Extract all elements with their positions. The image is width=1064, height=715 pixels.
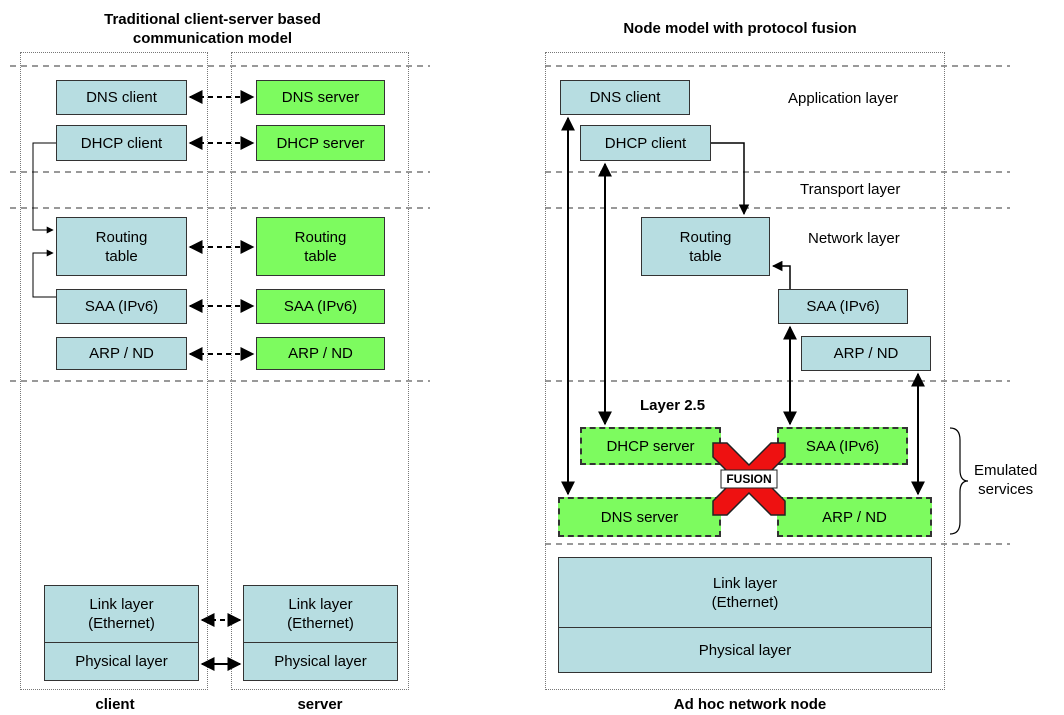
client-dhcp-box: DHCP client (56, 125, 187, 161)
server-routing-label-1: Routing (294, 228, 347, 246)
node-routing-label-1: Routing (679, 228, 732, 246)
right-title: Node model with protocol fusion (623, 20, 857, 37)
node-dhcp-client-box: DHCP client (580, 125, 711, 161)
fusion-label: FUSION (726, 472, 772, 486)
fusion-icon (712, 442, 786, 516)
client-saa-box: SAA (IPv6) (56, 289, 187, 324)
client-link-box: Link layer (Ethernet) (44, 585, 199, 643)
left-title-line1: Traditional client-server based (104, 11, 321, 28)
server-arp-label: ARP / ND (288, 345, 353, 362)
client-dns-label: DNS client (86, 89, 157, 106)
client-physical-label: Physical layer (75, 653, 168, 670)
server-dhcp-box: DHCP server (256, 125, 385, 161)
client-arp-label: ARP / ND (89, 345, 154, 362)
client-dhcp-label: DHCP client (80, 134, 163, 152)
node-dns-client-box: DNS client (560, 80, 690, 115)
server-dns-label: DNS server (281, 89, 360, 106)
emulated-brace (949, 427, 969, 535)
node-label: Ad hoc network node (673, 696, 827, 713)
server-frame (231, 52, 409, 690)
client-saa-label: SAA (IPv6) (84, 298, 159, 315)
application-layer-label: Application layer (788, 90, 899, 107)
client-frame (20, 52, 208, 690)
transport-layer-label: Transport layer (800, 181, 901, 198)
node-routing-label-2: table (689, 247, 722, 265)
client-link-label-2: (Ethernet) (88, 615, 155, 632)
network-layer-label: Network layer (808, 230, 900, 247)
node-frame (545, 52, 945, 690)
server-link-label-1: Link layer (288, 596, 353, 613)
client-arp-box: ARP / ND (56, 337, 187, 370)
server-routing-box: Routing table (256, 217, 385, 276)
server-dns-box: DNS server (256, 80, 385, 115)
saa-to-routing-arrow-right (771, 260, 791, 289)
emulated-dns-server-box: DNS server (558, 497, 721, 537)
dhcp-to-routing-arrow (32, 142, 56, 234)
client-dns-box: DNS client (56, 80, 187, 115)
emulated-saa-box: SAA (IPv6) (777, 427, 908, 465)
server-dhcp-label: DHCP server (276, 134, 365, 152)
server-physical-label: Physical layer (274, 653, 367, 670)
node-link-box: Link layer (Ethernet) (558, 557, 932, 628)
client-physical-box: Physical layer (44, 642, 199, 681)
client-routing-box: Routing table (56, 217, 187, 276)
server-physical-box: Physical layer (243, 642, 398, 681)
server-label: server (297, 696, 343, 713)
node-link-label-2: (Ethernet) (711, 593, 779, 611)
left-title-line2: communication model (132, 30, 293, 47)
client-link-label-1: Link layer (89, 596, 154, 613)
server-saa-box: SAA (IPv6) (256, 289, 385, 324)
node-routing-box: Routing table (641, 217, 770, 276)
left-title: Traditional client-server based communic… (40, 10, 385, 48)
client-label: client (95, 696, 135, 713)
node-arp-label: ARP / ND (833, 345, 899, 362)
node-link-label-1: Link layer (712, 574, 778, 592)
emulated-saa-label: SAA (IPv6) (805, 437, 880, 455)
emulated-arp-box: ARP / ND (777, 497, 932, 537)
emulated-dhcp-server-label: DHCP server (606, 437, 695, 455)
node-saa-label: SAA (IPv6) (806, 298, 880, 315)
client-routing-label-1: Routing (95, 228, 148, 246)
node-arp-box: ARP / ND (801, 336, 931, 371)
emulated-dns-server-label: DNS server (600, 508, 679, 526)
server-saa-label: SAA (IPv6) (283, 298, 358, 315)
server-link-label-2: (Ethernet) (287, 615, 354, 632)
layer25-label: Layer 2.5 (640, 397, 706, 414)
emulated-services-label: Emulated services (974, 461, 1037, 499)
server-arp-box: ARP / ND (256, 337, 385, 370)
node-dhcp-client-label: DHCP client (604, 134, 687, 152)
node-dns-client-label: DNS client (589, 89, 661, 106)
emulated-arp-label: ARP / ND (822, 508, 887, 526)
client-routing-label-2: table (105, 247, 138, 265)
emulated-dhcp-server-box: DHCP server (580, 427, 721, 465)
node-physical-box: Physical layer (558, 627, 932, 673)
emulated-label-1: Emulated (974, 462, 1038, 479)
server-routing-label-2: table (304, 247, 337, 265)
dhcp-client-to-routing-arrow (711, 142, 750, 216)
node-physical-label: Physical layer (698, 641, 792, 659)
node-saa-box: SAA (IPv6) (778, 289, 908, 324)
saa-to-routing-arrow (32, 249, 56, 298)
server-link-box: Link layer (Ethernet) (243, 585, 398, 643)
emulated-label-2: services (978, 481, 1034, 498)
